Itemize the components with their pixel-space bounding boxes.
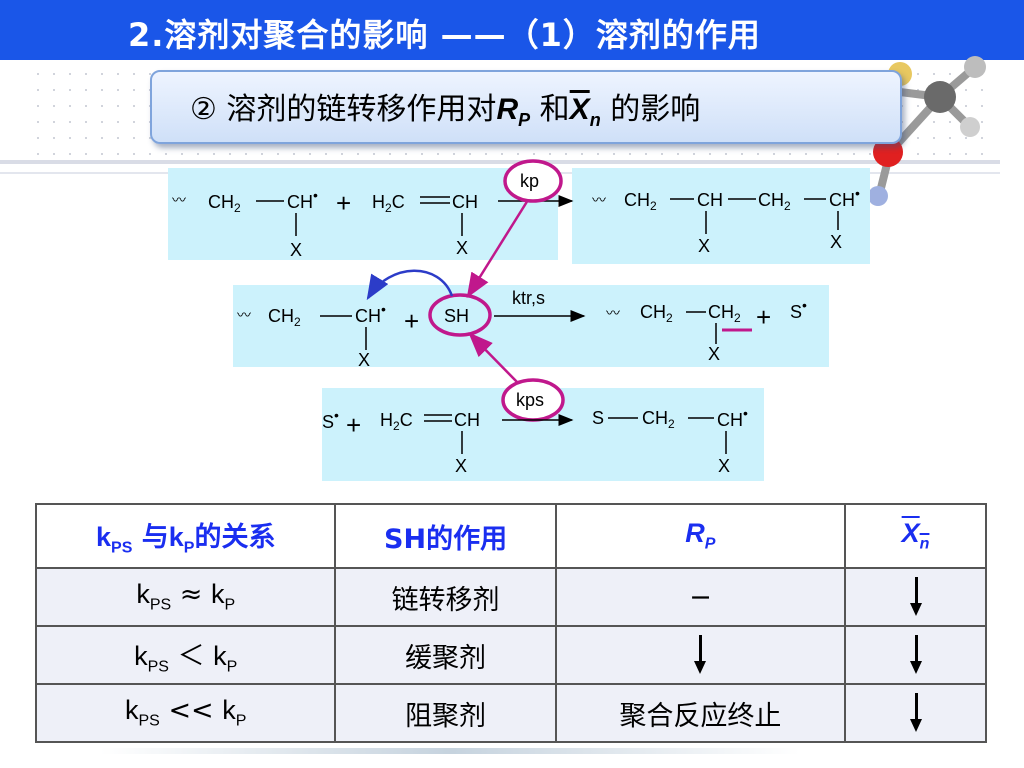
rp-cell: 聚合反应终止	[554, 683, 847, 743]
rp-cell	[554, 625, 847, 685]
svg-text:CH2: CH2	[268, 306, 301, 329]
divider-line	[0, 160, 1000, 164]
svg-text:〰: 〰	[172, 192, 186, 208]
svg-text:+: +	[346, 410, 361, 440]
relation-cell: kPS ≈ kP	[34, 567, 337, 627]
kp-circle	[503, 159, 563, 203]
header-sh-role: SH的作用	[334, 503, 557, 569]
role-cell: 阻聚剂	[334, 683, 557, 743]
svg-text:CH•: CH•	[287, 187, 318, 212]
ktr-label: ktr,s	[512, 288, 545, 308]
svg-text:CH2: CH2	[708, 302, 741, 325]
relation-table: kPS 与kP的关系 SH的作用 RP Xn kPS ≈ kP 链转移剂 − k…	[34, 503, 987, 743]
title-bar: 2.溶剂对聚合的影响 ——（1）溶剂的作用	[0, 0, 1024, 60]
role-cell: 缓聚剂	[334, 625, 557, 685]
svg-text:X: X	[698, 236, 710, 256]
svg-text:CH•: CH•	[717, 405, 748, 430]
reaction-2: 〰 CH2 CH• X + SH ktr,s 〰 CH2 CH2 X + S•	[237, 288, 807, 370]
svg-text:CH2: CH2	[758, 190, 791, 213]
xn-subscript: n	[589, 110, 601, 130]
role-cell: 链转移剂	[334, 567, 557, 627]
subtitle-mid: 和	[530, 92, 570, 127]
svg-text:CH: CH	[697, 190, 723, 210]
svg-text:CH2: CH2	[624, 190, 657, 213]
header-rp: RP	[554, 503, 847, 569]
footer-decoration	[100, 748, 800, 754]
down-arrow-icon	[909, 635, 923, 675]
svg-text:CH: CH	[452, 192, 478, 212]
sh-circle	[428, 293, 492, 337]
reaction-1-left-box	[168, 168, 558, 260]
table-row: kPS ≈ kP 链转移剂 −	[34, 567, 987, 627]
svg-text:CH2: CH2	[640, 302, 673, 325]
table-header-row: kPS 与kP的关系 SH的作用 RP Xn	[34, 503, 987, 569]
rp-symbol: R	[496, 93, 519, 126]
header-relation: kPS 与kP的关系	[34, 503, 337, 569]
molecule-decoration	[868, 56, 986, 206]
svg-text:〰: 〰	[606, 305, 620, 321]
kp-arrow	[466, 199, 530, 299]
reaction-scheme: 〰 CH2 CH• X + H2C CH X 〰 CH2 CH X CH2 CH…	[172, 159, 860, 476]
reaction-1: 〰 CH2 CH• X + H2C CH X 〰 CH2 CH X CH2 CH…	[172, 185, 860, 260]
svg-text:CH•: CH•	[355, 301, 386, 326]
reaction-3: S• + H2C CH X S CH2 CH• X	[322, 405, 748, 476]
svg-text:H2C: H2C	[380, 410, 413, 433]
subtitle-prefix: ② 溶剂的链转移作用对	[190, 92, 497, 127]
down-arrow-icon	[909, 693, 923, 733]
svg-text:X: X	[708, 344, 720, 364]
svg-text:+: +	[336, 188, 351, 218]
kps-arrow	[468, 332, 519, 384]
rp-cell: −	[554, 567, 847, 627]
sh-label: SH	[444, 306, 469, 326]
svg-text:X: X	[830, 232, 842, 252]
svg-text:〰: 〰	[592, 192, 606, 208]
svg-text:CH: CH	[454, 410, 480, 430]
svg-text:X: X	[718, 456, 730, 476]
svg-text:X: X	[455, 456, 467, 476]
svg-text:CH2: CH2	[208, 192, 241, 215]
xn-cell	[844, 683, 987, 743]
kps-label: kps	[516, 390, 544, 410]
svg-text:CH2: CH2	[642, 408, 675, 431]
svg-text:+: +	[404, 306, 419, 336]
down-arrow-icon	[909, 577, 923, 617]
subtitle-box: ② 溶剂的链转移作用对RP 和Xn 的影响	[150, 70, 902, 144]
reaction-1-right-box	[572, 168, 870, 264]
slide-title: 2.溶剂对聚合的影响 ——（1）溶剂的作用	[128, 16, 761, 54]
relation-cell: kPS ＜ kP	[34, 625, 337, 685]
svg-text:+: +	[756, 302, 771, 332]
transfer-arrow	[366, 269, 454, 301]
kp-label: kp	[520, 171, 539, 191]
rp-subscript: P	[518, 110, 531, 130]
svg-text:S•: S•	[322, 407, 339, 432]
svg-text:〰: 〰	[237, 307, 251, 323]
down-arrow-icon	[693, 635, 707, 675]
subtitle: ② 溶剂的链转移作用对RP 和Xn 的影响	[190, 84, 700, 131]
svg-text:X: X	[456, 238, 468, 258]
table-row: kPS << kP 阻聚剂 聚合反应终止	[34, 683, 987, 743]
svg-text:S•: S•	[790, 297, 807, 322]
svg-text:X: X	[358, 350, 370, 370]
svg-text:H2C: H2C	[372, 192, 405, 215]
x-group: X	[290, 240, 302, 260]
reaction-2-box	[233, 285, 829, 367]
relation-cell: kPS << kP	[34, 683, 337, 743]
table-row: kPS ＜ kP 缓聚剂	[34, 625, 987, 685]
svg-text:CH•: CH•	[829, 185, 860, 210]
subtitle-suffix: 的影响	[600, 92, 701, 127]
xn-cell	[844, 567, 987, 627]
xn-cell	[844, 625, 987, 685]
xn-symbol: X	[569, 93, 590, 126]
svg-text:S: S	[592, 408, 604, 428]
header-xn: Xn	[844, 503, 987, 569]
